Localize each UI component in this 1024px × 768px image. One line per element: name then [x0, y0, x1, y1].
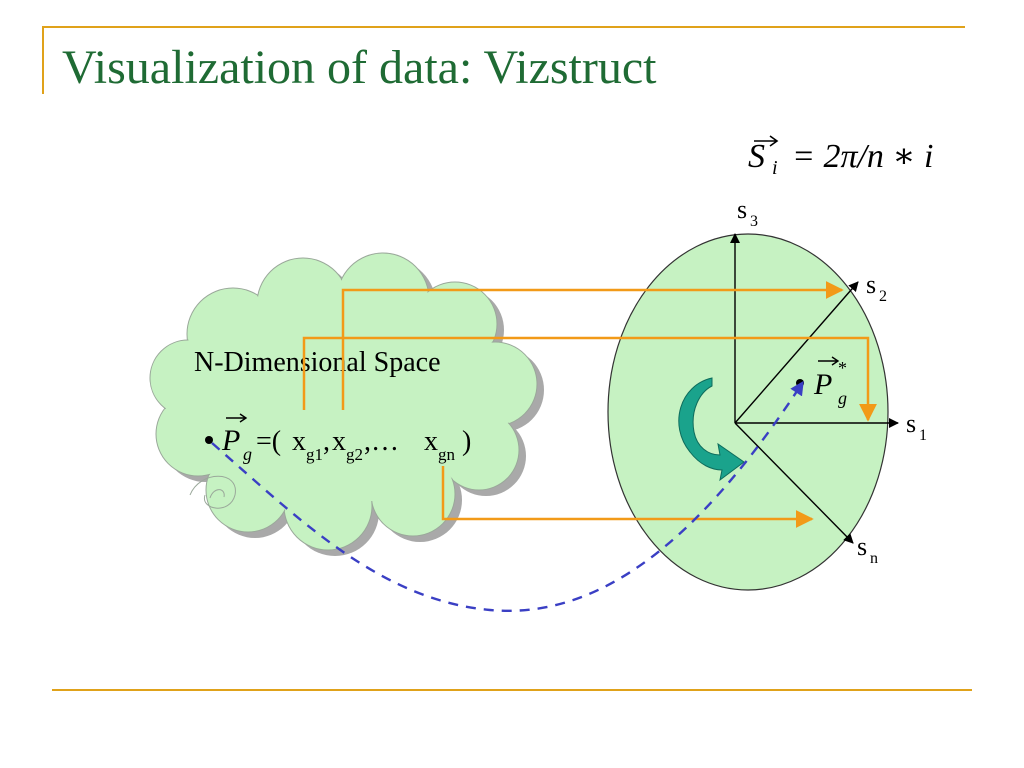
tuple-open: =( — [256, 426, 281, 457]
bottom-rule — [52, 689, 972, 691]
cloud-label: N-Dimensional Space — [194, 347, 441, 378]
xn: x — [424, 426, 438, 457]
formula: S i = 2π/n ∗ i — [748, 135, 933, 179]
x1: x — [292, 426, 306, 457]
point-tuple: P g =( x g1 , x g2 ,… x gn ) — [205, 413, 471, 464]
arrow-x2-to-s2 — [341, 281, 844, 410]
rotation-arrow-icon — [678, 377, 745, 482]
formula-rhs: = 2π/n ∗ i — [792, 138, 933, 175]
axis-s2-sub: 2 — [879, 288, 887, 305]
arrow-xn-to-sn — [441, 466, 814, 528]
xn-subscript: gn — [438, 445, 456, 464]
vector-arrow-icon — [754, 135, 779, 147]
arrow-x1-to-s1 — [302, 336, 877, 422]
axis-s1-label: s — [906, 409, 916, 438]
axis-labels: s 3 s 2 s 1 s n — [737, 195, 927, 567]
tuple-close: ) — [462, 426, 471, 457]
axis-s1-sub: 1 — [919, 427, 927, 444]
star-axes — [730, 233, 899, 544]
x2: x — [332, 426, 346, 457]
vector-arrow-icon — [226, 413, 248, 423]
mapping-curve — [211, 380, 805, 613]
separator-1: , — [323, 426, 330, 457]
axis-sn — [734, 422, 854, 544]
x2-subscript: g2 — [346, 445, 363, 464]
projection-arrows — [302, 281, 877, 528]
x1-subscript: g1 — [306, 445, 323, 464]
slide-title: Visualization of data: Vizstruct — [62, 41, 657, 94]
point-symbol: P — [221, 424, 240, 457]
vector-arrow-icon — [818, 356, 840, 366]
axis-sn-sub: n — [870, 550, 878, 567]
projected-dot — [796, 379, 804, 387]
separator-2: ,… — [364, 426, 399, 457]
axis-s2 — [734, 281, 859, 424]
point-subscript: g — [243, 444, 252, 464]
axis-s2-label: s — [866, 270, 876, 299]
top-rule — [42, 26, 965, 28]
projected-symbol: P — [813, 368, 832, 401]
axis-sn-label: s — [857, 532, 867, 561]
left-rule — [42, 26, 44, 94]
point-dot — [205, 436, 213, 444]
formula-lhs-symbol: S — [748, 138, 765, 175]
cloud-swirl — [189, 475, 236, 509]
projected-superscript: * — [838, 358, 847, 378]
axis-s3-label: s — [737, 195, 747, 224]
projection-circle — [607, 233, 889, 591]
projected-subscript: g — [838, 388, 847, 408]
axis-s3-sub: 3 — [750, 213, 758, 230]
formula-lhs-subscript: i — [772, 157, 778, 179]
